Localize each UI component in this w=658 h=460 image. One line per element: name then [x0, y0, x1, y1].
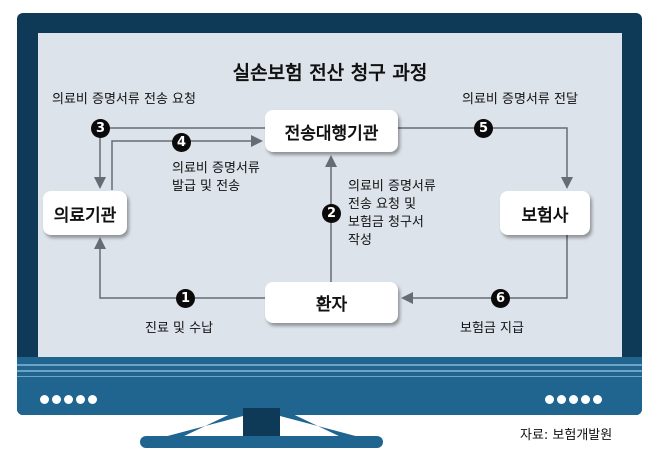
indicator-dot: [593, 395, 602, 404]
arrow-step-5: [398, 127, 573, 189]
bezel-stripe: [17, 364, 642, 366]
step-5-label: 의료비 증명서류 전달: [462, 92, 578, 107]
indicator-dot: [40, 395, 49, 404]
step-5-badge: 5: [474, 119, 493, 138]
indicator-dot: [64, 395, 73, 404]
bezel-stripe: [17, 376, 642, 377]
node-agency: 전송대행기관: [265, 110, 398, 152]
indicator-dot: [545, 395, 554, 404]
node-patient: 환자: [265, 282, 398, 323]
arrow-step-4: [111, 135, 263, 190]
step-2-label: 의료비 증명서류 전송 요청 및 보험금 청구서 작성: [348, 178, 436, 250]
indicator-dot: [557, 395, 566, 404]
node-hospital: 의료기관: [43, 191, 127, 235]
arrow-step-6: [401, 235, 568, 304]
diagram-title: 실손보험 전산 청구 과정: [232, 62, 428, 84]
arrow-step-1: [94, 237, 265, 299]
step-3-badge: 3: [91, 119, 110, 138]
source-note: 자료: 보험개발원: [520, 428, 613, 443]
step-1-badge: 1: [176, 289, 195, 308]
step-3-label: 의료비 증명서류 전송 요청: [52, 92, 196, 107]
bezel-stripe: [17, 370, 642, 372]
indicator-dot: [569, 395, 578, 404]
step-4-badge: 4: [172, 133, 191, 152]
step-4-label-line: 의료비 증명서류: [172, 161, 260, 176]
monitor-bezel: [17, 357, 642, 415]
step-2-label-line: 의료비 증명서류: [348, 179, 436, 194]
step-2-label-line: 전송 요청 및: [348, 197, 417, 212]
indicator-dot: [52, 395, 61, 404]
monitor-stand-neck: [243, 408, 280, 440]
step-4-label: 의료비 증명서류 발급 및 전송: [172, 160, 260, 196]
step-6-label: 보험금 지급: [460, 321, 524, 336]
indicator-dot: [76, 395, 85, 404]
indicator-dot: [581, 395, 590, 404]
step-2-badge: 2: [322, 204, 341, 223]
step-2-label-line: 작성: [348, 233, 372, 248]
step-6-badge: 6: [491, 289, 510, 308]
step-2-label-line: 보험금 청구서: [348, 215, 424, 230]
monitor-stand-base: [140, 436, 383, 448]
step-4-label-line: 발급 및 전송: [172, 179, 241, 194]
node-insurer: 보험사: [500, 191, 590, 235]
step-1-label: 진료 및 수납: [145, 321, 214, 336]
indicator-dot: [88, 395, 97, 404]
